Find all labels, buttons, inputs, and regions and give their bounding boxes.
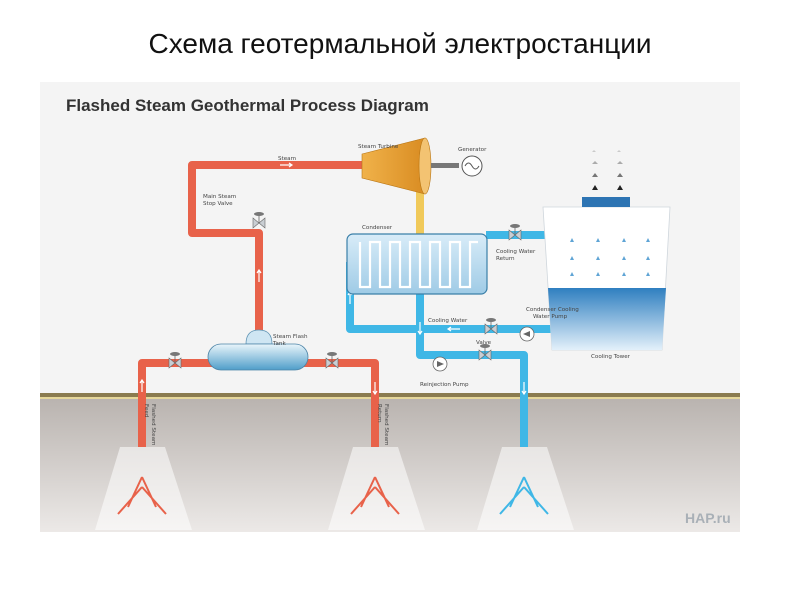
label-steam-turbine: Steam Turbine [358,144,399,150]
valve-icon [478,344,492,361]
label-return: Return [496,256,515,262]
process-diagram: Flashed Steam Geothermal Process Diagram [40,82,740,532]
valve-icon [508,224,522,241]
label-return-well: Return [376,404,382,423]
label-cooling-water: Cooling Water [428,318,468,324]
diagram-labels: Steam Steam Turbine Generator Main Steam… [143,144,631,446]
label-steam: Steam [278,156,296,162]
watermark: HAP.ru [685,510,731,526]
label-cooling-tower: Cooling Tower [591,354,631,360]
label-feed: Feed [143,404,149,418]
valve-icon [484,318,498,335]
generator-icon [461,155,483,177]
valve-icon [325,352,339,369]
label-reinjection-pump: Reinjection Pump [420,382,469,388]
condensate-pipe [416,190,424,234]
label-main-steam: Main Steam [203,194,236,200]
label-water-pump: Water Pump [533,314,568,320]
flow-arrow-icon [139,162,527,396]
slide-title: Схема геотермальной электростанции [148,28,652,59]
label-steam-flash: Steam Flash [273,334,308,340]
pump-icon [519,326,535,342]
label-valve: Valve [476,340,492,346]
label-stop-valve: Stop Valve [203,201,233,207]
cooling-tower [542,150,671,351]
label-generator: Generator [458,147,487,153]
label-cooling-water-return: Cooling Water [496,249,536,255]
condenser [346,233,488,295]
label-tank: Tank [272,341,286,347]
label-flashed-steam-return: Flashed Steam [383,404,389,446]
valve-icon [168,352,182,369]
pump-icon [432,356,448,372]
steam-turbine [361,137,459,195]
label-condenser: Condenser [362,225,393,231]
label-flashed-steam-feed: Flashed Steam [150,404,156,446]
label-condenser-cooling: Condenser Cooling [526,307,579,313]
steam-flash-tank [207,329,309,371]
main-steam-stop-valve [252,212,266,229]
diagram-title: Flashed Steam Geothermal Process Diagram [66,96,429,115]
